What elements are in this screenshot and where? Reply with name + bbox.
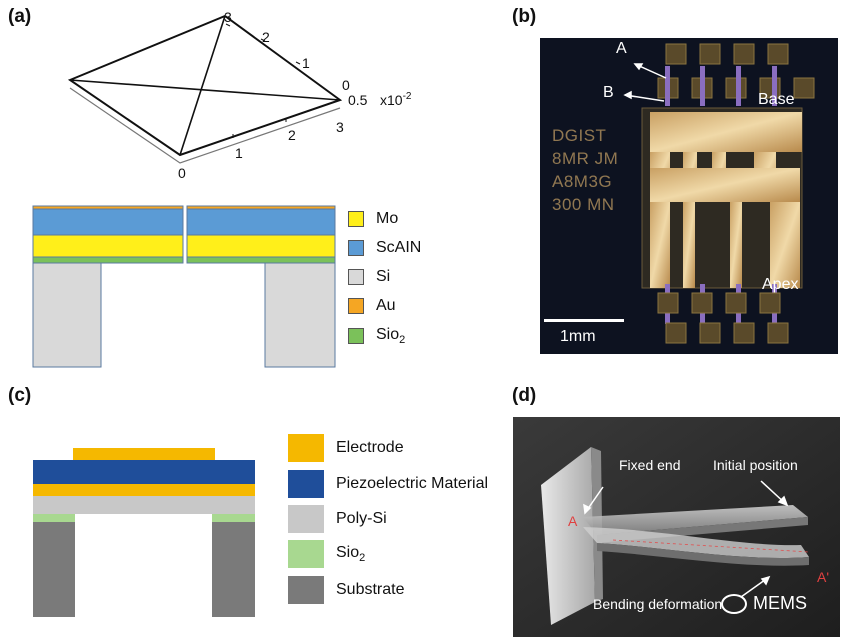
swatch-polysi [288, 505, 324, 533]
label-initial-position: Initial position [713, 457, 798, 473]
diag-2 [179, 15, 226, 156]
render-d: Fixed end Initial position A A' Bending … [513, 417, 840, 637]
swatch-piezo [288, 470, 324, 498]
swatch-substrate [288, 576, 324, 604]
legend-c-electrode: Electrode [288, 434, 404, 462]
tick-upper-3: 3 [224, 10, 232, 25]
panel-label-c: (c) [8, 385, 32, 406]
tick-right-05: 0.5 [348, 92, 368, 108]
legend-label: Piezoelectric Material [336, 475, 489, 492]
tick-upper-2: 2 [262, 29, 270, 45]
panel-label-b: (b) [512, 6, 537, 27]
cross-section-a [32, 205, 336, 368]
scale-bar-label: 1mm [560, 328, 596, 345]
plane-top [67, 14, 343, 157]
tick-exponent: x10-2 [380, 91, 412, 108]
wireframe-plot: 3 2 1 0 0.5 x10-2 0 1 2 3 [67, 10, 412, 181]
micrograph-b: A B Base Apex 1mm DGIST 8MR JM A8M3G 300… [540, 38, 838, 354]
tick-upper-0: 0 [342, 77, 350, 93]
tick-lower-2: 2 [288, 127, 296, 143]
swatch-sio2-c [288, 540, 324, 568]
tick-upper-1: 1 [302, 55, 310, 71]
legend-a-mo: Mo [348, 210, 398, 228]
legend-label: Substrate [336, 581, 405, 598]
panel-label-d: (d) [512, 385, 537, 406]
swatch-mo [348, 211, 364, 227]
label-fixed-end: Fixed end [619, 457, 681, 473]
legend-c-piezo: Piezoelectric Material [288, 470, 488, 498]
label-point-a-prime: A' [817, 569, 830, 585]
legend-c-polysi: Poly-Si [288, 505, 387, 533]
chip-text: DGIST 8MR JM A8M3G 300 MN [552, 126, 619, 214]
wechat-icon [721, 593, 747, 614]
legend-c-sio2: Sio2 [288, 540, 365, 568]
swatch-scain [348, 240, 364, 256]
legend-a-sio2: Sio2 [348, 326, 405, 346]
legend-a-si: Si [348, 268, 390, 286]
tick-lower-1: 1 [235, 145, 243, 161]
legend-label: Sio2 [376, 326, 406, 347]
legend-label: ScAIN [376, 239, 422, 256]
cross-section-c [33, 448, 255, 617]
panel-label-a: (a) [8, 6, 32, 27]
legend-label: Mo [376, 210, 399, 227]
swatch-sio2 [348, 328, 364, 345]
label-bending: Bending deformation [593, 596, 723, 612]
chip-drawing [540, 38, 838, 354]
legend-label: Electrode [336, 439, 404, 456]
legend-label: Si [376, 268, 391, 285]
legend-label: Sio2 [336, 543, 366, 565]
watermark-text: MEMS [753, 593, 807, 613]
watermark: MEMS [721, 593, 807, 614]
plane-bottom [69, 87, 341, 164]
label-b: B [603, 84, 614, 101]
cantilever-render [513, 417, 840, 637]
tick-lower-0: 0 [178, 165, 186, 181]
legend-c-substrate: Substrate [288, 576, 404, 604]
legend-a-au: Au [348, 297, 396, 315]
swatch-au [348, 298, 364, 314]
legend-label: Au [376, 297, 396, 314]
label-a: A [616, 40, 627, 57]
tick-lower-3: 3 [336, 119, 344, 135]
label-base: Base [758, 91, 795, 108]
swatch-si [348, 269, 364, 285]
swatch-electrode [288, 434, 324, 462]
legend-a-scain: ScAIN [348, 239, 421, 257]
diag-1 [69, 79, 341, 101]
legend-label: Poly-Si [336, 510, 387, 527]
label-point-a: A [568, 513, 578, 529]
label-apex: Apex [762, 276, 799, 293]
